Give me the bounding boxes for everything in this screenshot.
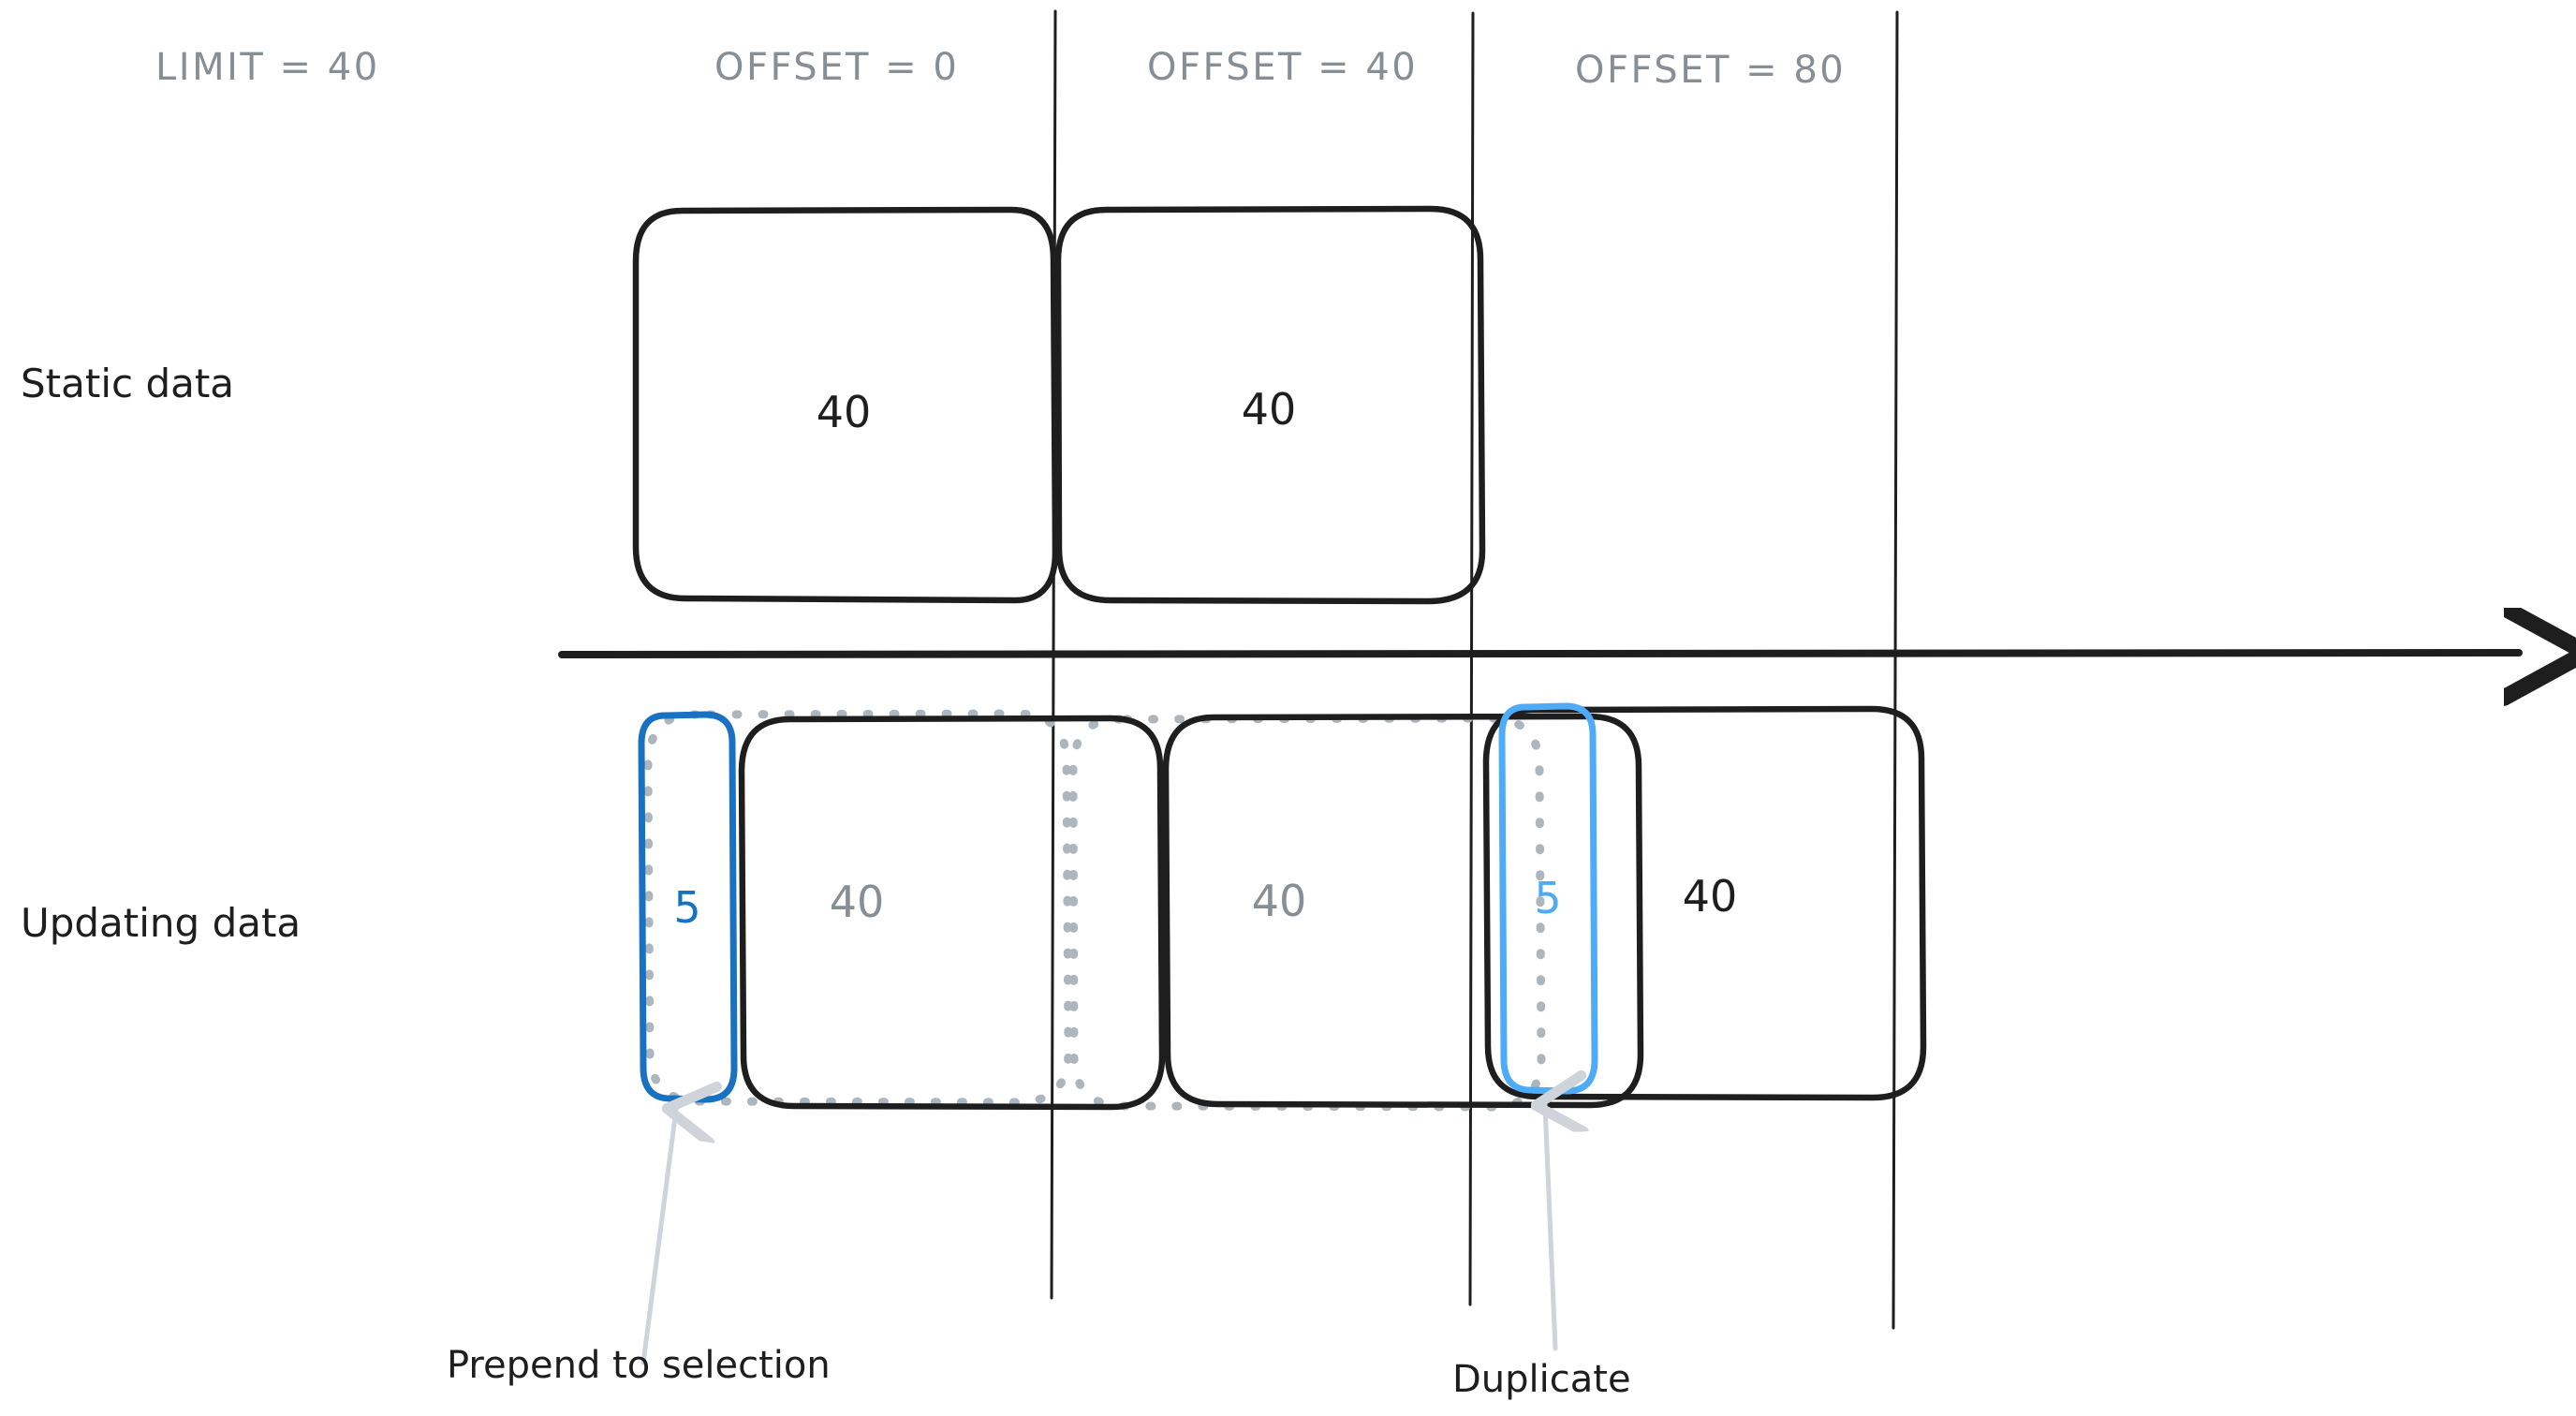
- static-page-value-1: 40: [816, 387, 872, 437]
- updating-page-box-2: [1162, 713, 1644, 1109]
- updating-page-value-1: 40: [829, 877, 885, 927]
- updating-page-value-3: 40: [1682, 871, 1738, 922]
- updating-row-pages: [738, 705, 1927, 1111]
- row-label-static-data: Static data: [21, 361, 235, 406]
- header-offset-40: OFFSET = 40: [1147, 46, 1419, 89]
- static-page-value-2: 40: [1241, 384, 1297, 435]
- time-axis-arrow: [558, 653, 2519, 655]
- static-page-box-1: [632, 206, 1059, 604]
- annotation-duplicate: Duplicate: [1452, 1358, 1631, 1401]
- divider-offset-80-start: [1892, 10, 1899, 1330]
- updating-page-value-2: 40: [1251, 876, 1307, 926]
- header-limit: LIMIT = 40: [155, 46, 380, 89]
- header-offset-0: OFFSET = 0: [714, 46, 960, 89]
- static-row-pages: [632, 205, 1486, 605]
- updating-page-box-3: [1482, 705, 1927, 1101]
- header-offset-80: OFFSET = 80: [1575, 49, 1847, 92]
- static-page-box-2: [1054, 205, 1486, 605]
- dotted-window-box-1: [643, 709, 1073, 1107]
- arrow-prepend-to-selection: [640, 1110, 676, 1365]
- new-item-value-prepend: 5: [673, 882, 701, 933]
- annotation-prepend-to-selection: Prepend to selection: [447, 1344, 831, 1387]
- divider-offset-40-start: [1468, 11, 1475, 1306]
- annotation-arrows: [640, 1105, 1555, 1365]
- arrow-duplicate: [1545, 1105, 1555, 1351]
- new-item-value-duplicate: 5: [1534, 873, 1562, 923]
- updating-page-box-1: [738, 715, 1166, 1111]
- updating-row-new-items: [638, 702, 1598, 1103]
- row-label-updating-data: Updating data: [21, 900, 302, 946]
- updating-row-dotted-windows: [643, 709, 1546, 1112]
